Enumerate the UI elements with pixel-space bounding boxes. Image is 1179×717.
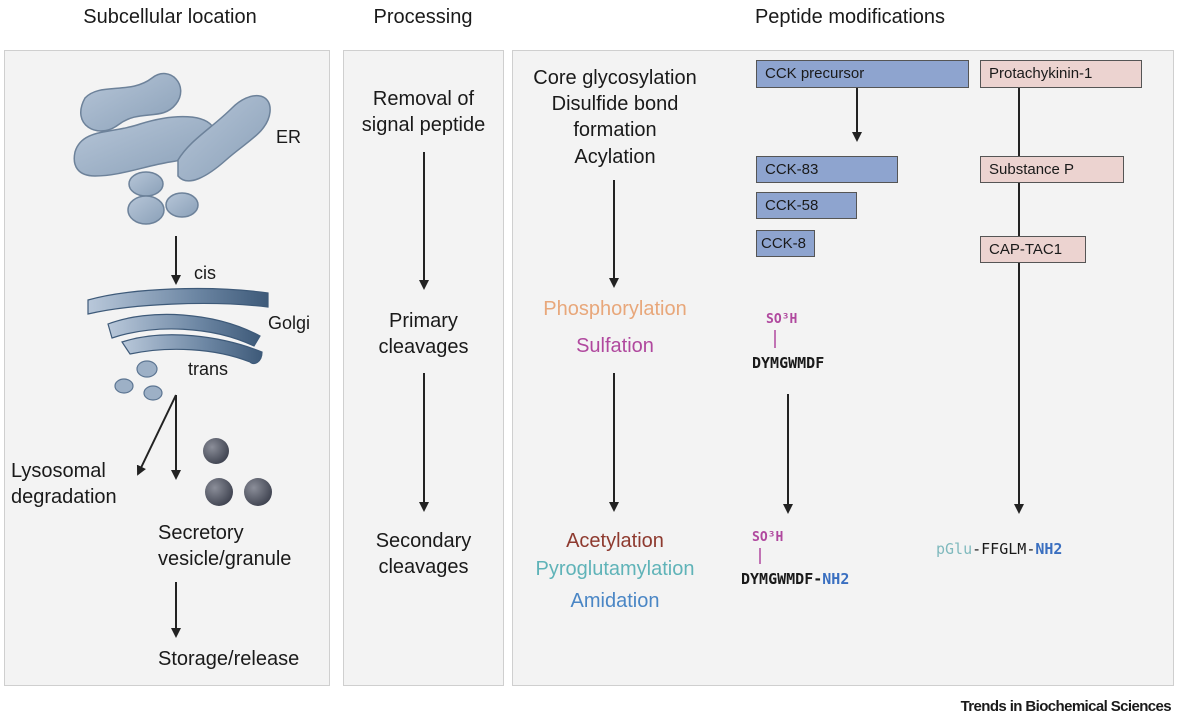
label-removal-of: Removal of (372, 88, 475, 110)
golgi-organelle-icon (87, 287, 269, 401)
label-storage-release: Storage/release (158, 648, 300, 670)
arrow-to-lysosomal (136, 394, 177, 476)
label-cis: cis (194, 263, 216, 283)
er-organelle-icon (73, 72, 271, 225)
sulfate-label-1: SO³H (766, 312, 798, 327)
label-secondary: Secondary (375, 530, 472, 552)
label-secretory: Secretory (158, 522, 244, 544)
substance-p-box: Substance P (980, 156, 1124, 183)
label-primary: Primary (389, 310, 458, 332)
header-peptide-modifications: Peptide modifications (754, 6, 946, 28)
cck-sequence-sulfated: DYMGWMDF (752, 354, 825, 372)
sequence-dash: - (972, 540, 982, 558)
cck-8-box: CCK-8 (756, 230, 815, 257)
protachykinin-1-box: Protachykinin-1 (980, 60, 1142, 88)
label-lysosomal: Lysosomal (11, 460, 106, 482)
cck-58-box: CCK-58 (756, 192, 857, 219)
cap-tac1-box: CAP-TAC1 (980, 236, 1086, 263)
sequence-dash: - (1026, 540, 1036, 558)
label-vesicle-granule: vesicle/granule (158, 548, 292, 570)
label-degradation: degradation (11, 486, 117, 508)
label-phosphorylation: Phosphorylation (543, 298, 687, 320)
label-core-glycosylation: Core glycosylation (533, 67, 697, 89)
label-secondary-cleavages: cleavages (378, 556, 469, 578)
label-pyroglutamylation: Pyroglutamylation (535, 558, 695, 580)
label-trans: trans (188, 359, 229, 379)
label-signal-peptide: signal peptide (361, 114, 486, 136)
label-sulfation: Sulfation (576, 335, 654, 357)
ffglm-sequence: FFGLM (981, 540, 1027, 558)
sulfate-label-2: SO³H (752, 530, 784, 545)
journal-footer: Trends in Biochemical Sciences (960, 698, 1172, 715)
processing-panel (343, 50, 504, 686)
cck-sequence-amidated: DYMGWMDF (741, 570, 814, 588)
pglu-label: pGlu (936, 540, 973, 558)
secretory-granules-icon (203, 438, 272, 506)
nh2-label-cck: NH2 (822, 570, 850, 588)
label-disulfide-bond: Disulfide bond (551, 93, 679, 115)
label-acylation: Acylation (574, 146, 656, 168)
nh2-label-tac: NH2 (1035, 540, 1063, 558)
label-primary-cleavages: cleavages (378, 336, 469, 358)
label-amidation: Amidation (570, 590, 660, 612)
sequence-dash: - (813, 570, 823, 588)
header-subcellular-location: Subcellular location (83, 6, 257, 28)
label-acetylation: Acetylation (566, 530, 664, 552)
label-formation: formation (573, 119, 657, 141)
cck-83-box: CCK-83 (756, 156, 898, 183)
cck-precursor-box: CCK precursor (756, 60, 969, 88)
cck-8-amidated-sequence: DYMGWMDF-NH2 (741, 570, 849, 588)
header-processing: Processing (373, 6, 473, 28)
label-er: ER (276, 127, 302, 147)
substance-p-final-sequence: pGlu-FFGLM-NH2 (936, 540, 1062, 558)
label-golgi: Golgi (268, 313, 311, 333)
